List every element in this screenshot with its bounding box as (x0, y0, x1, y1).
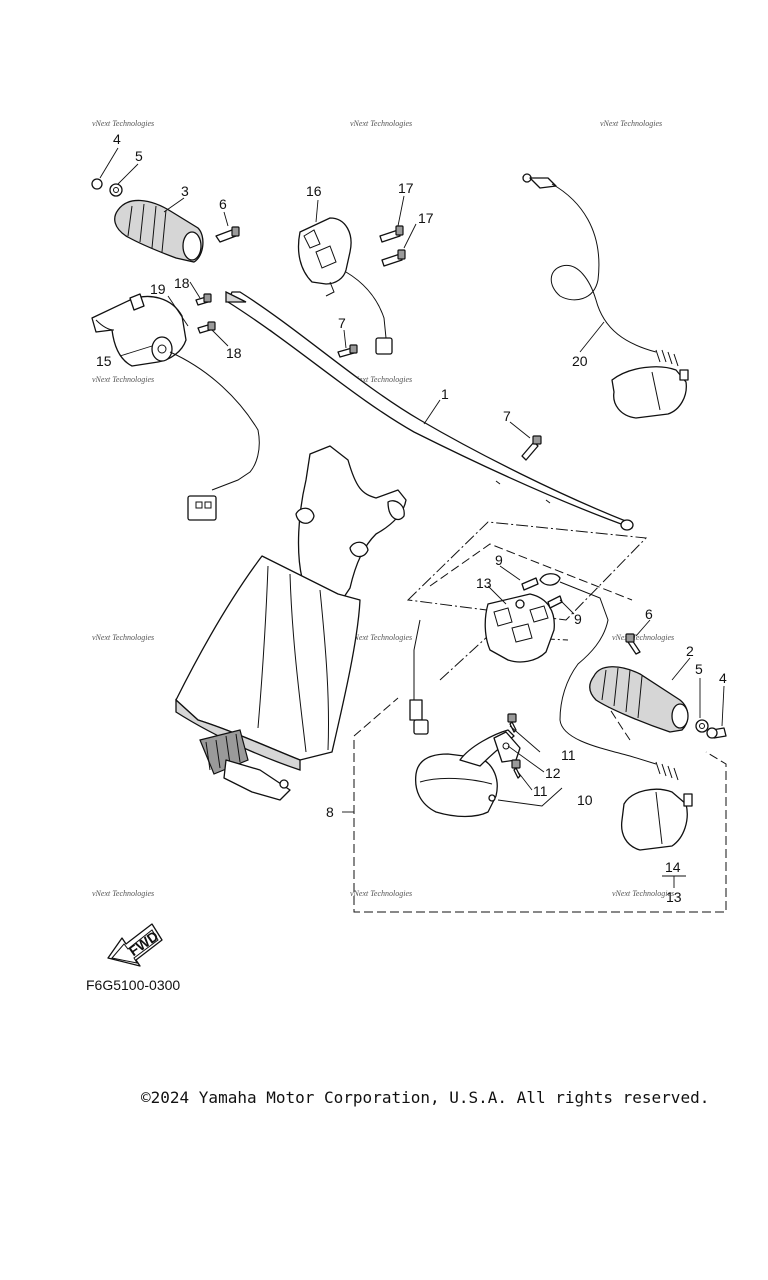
watermark: vNext Technologies (92, 633, 154, 642)
handlebar (225, 290, 634, 531)
callout-labels: 4 5 3 6 16 17 17 18 19 18 15 7 1 7 20 9 … (96, 131, 727, 905)
callout-11: 11 (561, 747, 576, 763)
right-switch (409, 573, 679, 781)
diagram-code: F6G5100-0300 (86, 977, 181, 993)
steering-column (175, 445, 407, 801)
callout-3: 3 (181, 183, 189, 199)
callout-11: 11 (533, 783, 548, 799)
watermark: vNext Technologies (350, 375, 412, 384)
watermark: vNext Technologies (350, 633, 412, 642)
callout-4: 4 (719, 670, 727, 686)
callout-20: 20 (572, 353, 588, 369)
watermark: vNext Technologies (600, 119, 662, 128)
callout-15: 15 (96, 353, 112, 369)
callout-6: 6 (219, 196, 227, 212)
callout-5: 5 (135, 148, 143, 164)
watermark: vNext Technologies (350, 119, 412, 128)
callout-9: 9 (574, 611, 582, 627)
fwd-arrow: FWD (107, 923, 163, 967)
watermark: vNext Technologies (92, 119, 154, 128)
callout-17: 17 (398, 180, 414, 196)
callout-10: 10 (577, 792, 593, 808)
watermark: vNext Technologies (92, 889, 154, 898)
lower-parts (414, 713, 693, 851)
callout-19: 19 (150, 281, 166, 297)
screws-left (195, 225, 542, 461)
callout-18: 18 (226, 345, 242, 361)
lanyard-cord (522, 173, 689, 419)
watermark: vNext Technologies (92, 375, 154, 384)
left-switch (91, 293, 260, 521)
callout-4: 4 (113, 131, 121, 147)
watermark: vNext Technologies (350, 889, 412, 898)
upper-switch (297, 217, 393, 355)
callout-14: 14 (665, 859, 681, 875)
copyright-notice: ©2024 Yamaha Motor Corporation, U.S.A. A… (141, 1088, 710, 1107)
callout-9: 9 (495, 552, 503, 568)
right-grip (589, 633, 727, 739)
watermark-group: vNext Technologies vNext Technologies vN… (92, 119, 674, 898)
callout-13: 13 (666, 889, 682, 905)
callout-6: 6 (645, 606, 653, 622)
callout-1: 1 (441, 386, 449, 402)
leader-lines (99, 147, 725, 888)
callout-2: 2 (686, 643, 694, 659)
left-grip (91, 178, 204, 263)
callout-8: 8 (326, 804, 334, 820)
callout-7: 7 (338, 315, 346, 331)
callout-13: 13 (476, 575, 492, 591)
callout-17: 17 (418, 210, 434, 226)
callout-12: 12 (545, 765, 561, 781)
callout-16: 16 (306, 183, 322, 199)
watermark: vNext Technologies (612, 889, 674, 898)
watermark: vNext Technologies (612, 633, 674, 642)
callout-18: 18 (174, 275, 190, 291)
callout-5: 5 (695, 661, 703, 677)
callout-7: 7 (503, 408, 511, 424)
